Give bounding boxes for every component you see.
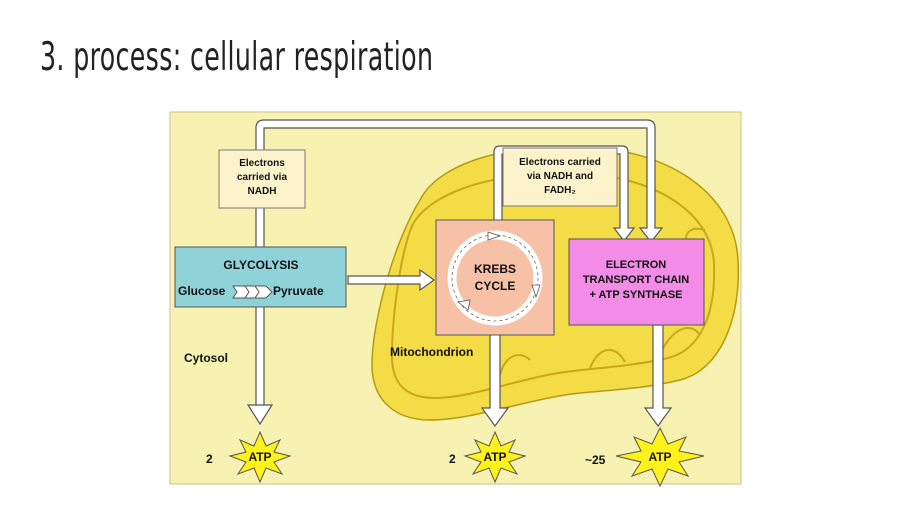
down-arrows bbox=[246, 324, 673, 428]
etc-label-line: TRANSPORT CHAIN bbox=[583, 274, 689, 286]
nadh-fadh-label-line: FADH₂ bbox=[544, 185, 576, 196]
nadh-label-line: Electrons bbox=[239, 158, 285, 169]
krebs-label-line: KREBS bbox=[474, 262, 516, 276]
atp-count: 2 bbox=[206, 452, 213, 466]
atp-output-krebs: 2 ATP bbox=[449, 430, 527, 484]
nadh-fadh-label-box: Electrons carried via NADH and FADH₂ bbox=[502, 147, 618, 207]
middle-electron-arrow bbox=[493, 145, 636, 242]
glycolysis-chevrons bbox=[232, 285, 273, 299]
nadh-label-line: carried via bbox=[237, 172, 287, 183]
etc-label-line: + ATP SYNTHASE bbox=[589, 289, 682, 301]
electron-transport-chain-box: ELECTRON TRANSPORT CHAIN + ATP SYNTHASE bbox=[568, 238, 705, 326]
krebs-cycle-box: KREBS CYCLE bbox=[435, 219, 555, 336]
glucose-label: Glucose bbox=[178, 284, 226, 298]
atp-count: 2 bbox=[449, 452, 456, 466]
pyruvate-to-krebs-arrow bbox=[347, 268, 436, 292]
nadh-label-box: Electrons carried via NADH bbox=[218, 149, 306, 209]
etc-down-arrow bbox=[643, 324, 673, 428]
atp-count: ~25 bbox=[585, 453, 606, 467]
top-electron-arrow bbox=[255, 119, 664, 411]
mitochondrion-label: Mitochondrion bbox=[390, 345, 473, 359]
pyruvate-label: Pyruvate bbox=[273, 284, 324, 298]
krebs-label-line: CYCLE bbox=[475, 279, 516, 293]
atp-output-glycolysis: 2 ATP bbox=[206, 430, 292, 484]
atp-starburst bbox=[615, 426, 705, 488]
atp-label: ATP bbox=[648, 450, 671, 464]
atp-starburst bbox=[463, 430, 527, 484]
atp-output-etc: ~25 ATP bbox=[585, 426, 705, 488]
glycolysis-box: GLYCOLYSIS Glucose Pyruvate bbox=[174, 246, 347, 308]
nadh-fadh-label-line: Electrons carried bbox=[519, 157, 601, 168]
glycolysis-title: GLYCOLYSIS bbox=[223, 258, 298, 272]
atp-starburst bbox=[228, 430, 292, 484]
nadh-label-line: NADH bbox=[248, 186, 277, 197]
slide-title: 3. process: cellular respiration bbox=[40, 35, 434, 80]
etc-label-line: ELECTRON bbox=[606, 259, 667, 271]
atp-label: ATP bbox=[248, 450, 271, 464]
atp-label: ATP bbox=[483, 450, 506, 464]
cytosol-label: Cytosol bbox=[184, 351, 228, 365]
nadh-fadh-label-line: via NADH and bbox=[527, 171, 593, 182]
krebs-down-arrow bbox=[480, 333, 510, 428]
